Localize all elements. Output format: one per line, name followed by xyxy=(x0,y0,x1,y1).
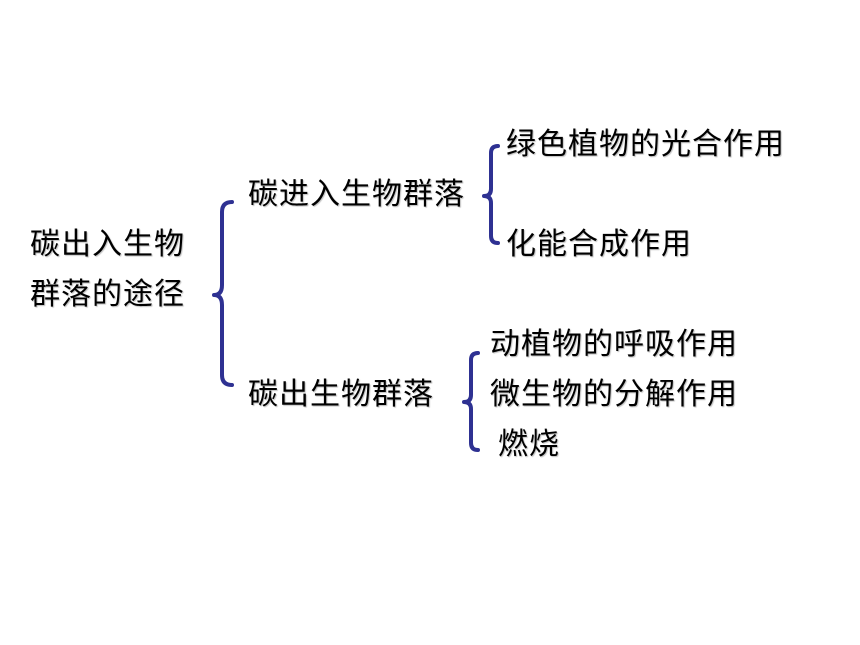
branch-carbon-in-item: 化能合成作用 xyxy=(506,227,692,262)
root-node-line-1: 碳出入生物 xyxy=(30,227,185,262)
root-brace xyxy=(212,200,234,387)
branch-carbon-out-item: 动植物的呼吸作用 xyxy=(490,327,738,362)
carbon-out-brace xyxy=(462,351,480,452)
branch-carbon-out-item: 燃烧 xyxy=(498,427,560,462)
root-node-line-2: 群落的途径 xyxy=(30,277,185,312)
branch-carbon-in-item: 绿色植物的光合作用 xyxy=(506,127,785,162)
branch-carbon-in-label: 碳进入生物群落 xyxy=(248,177,465,212)
branch-carbon-out-label: 碳出生物群落 xyxy=(248,377,434,412)
branch-carbon-out-item: 微生物的分解作用 xyxy=(490,377,738,412)
carbon-in-brace xyxy=(482,144,500,245)
